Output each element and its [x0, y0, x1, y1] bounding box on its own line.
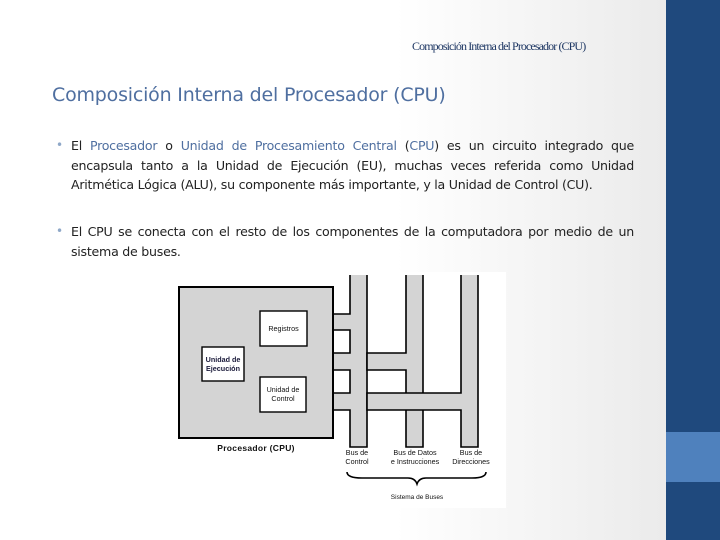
- bullet-item: • El Procesador o Unidad de Procesamient…: [56, 136, 634, 195]
- sidebar-accent-band: [666, 432, 720, 482]
- term-cpu: CPU: [409, 138, 435, 153]
- sidebar-decoration: [666, 0, 720, 540]
- bullet-icon: •: [56, 224, 63, 238]
- term-procesador: Procesador: [89, 138, 158, 153]
- registros-label: Registros: [268, 324, 299, 333]
- processor-label: Procesador (CPU): [217, 443, 295, 453]
- bullet-icon: •: [56, 138, 63, 152]
- slide-title: Composición Interna del Procesador (CPU): [52, 84, 446, 106]
- header-title: Composición Interna del Procesador (CPU): [412, 39, 586, 53]
- diagram-shapes: [178, 275, 487, 487]
- bullet-item: • El CPU se conecta con el resto de los …: [56, 222, 634, 261]
- sistema-buses-label: Sistema de Buses: [390, 494, 444, 501]
- bullet-text: El CPU se conecta con el resto de los co…: [71, 224, 634, 259]
- term-ucp: Unidad de Procesamiento Central: [180, 138, 397, 153]
- bullet-text: El Procesador o Unidad de Procesamiento …: [71, 138, 634, 192]
